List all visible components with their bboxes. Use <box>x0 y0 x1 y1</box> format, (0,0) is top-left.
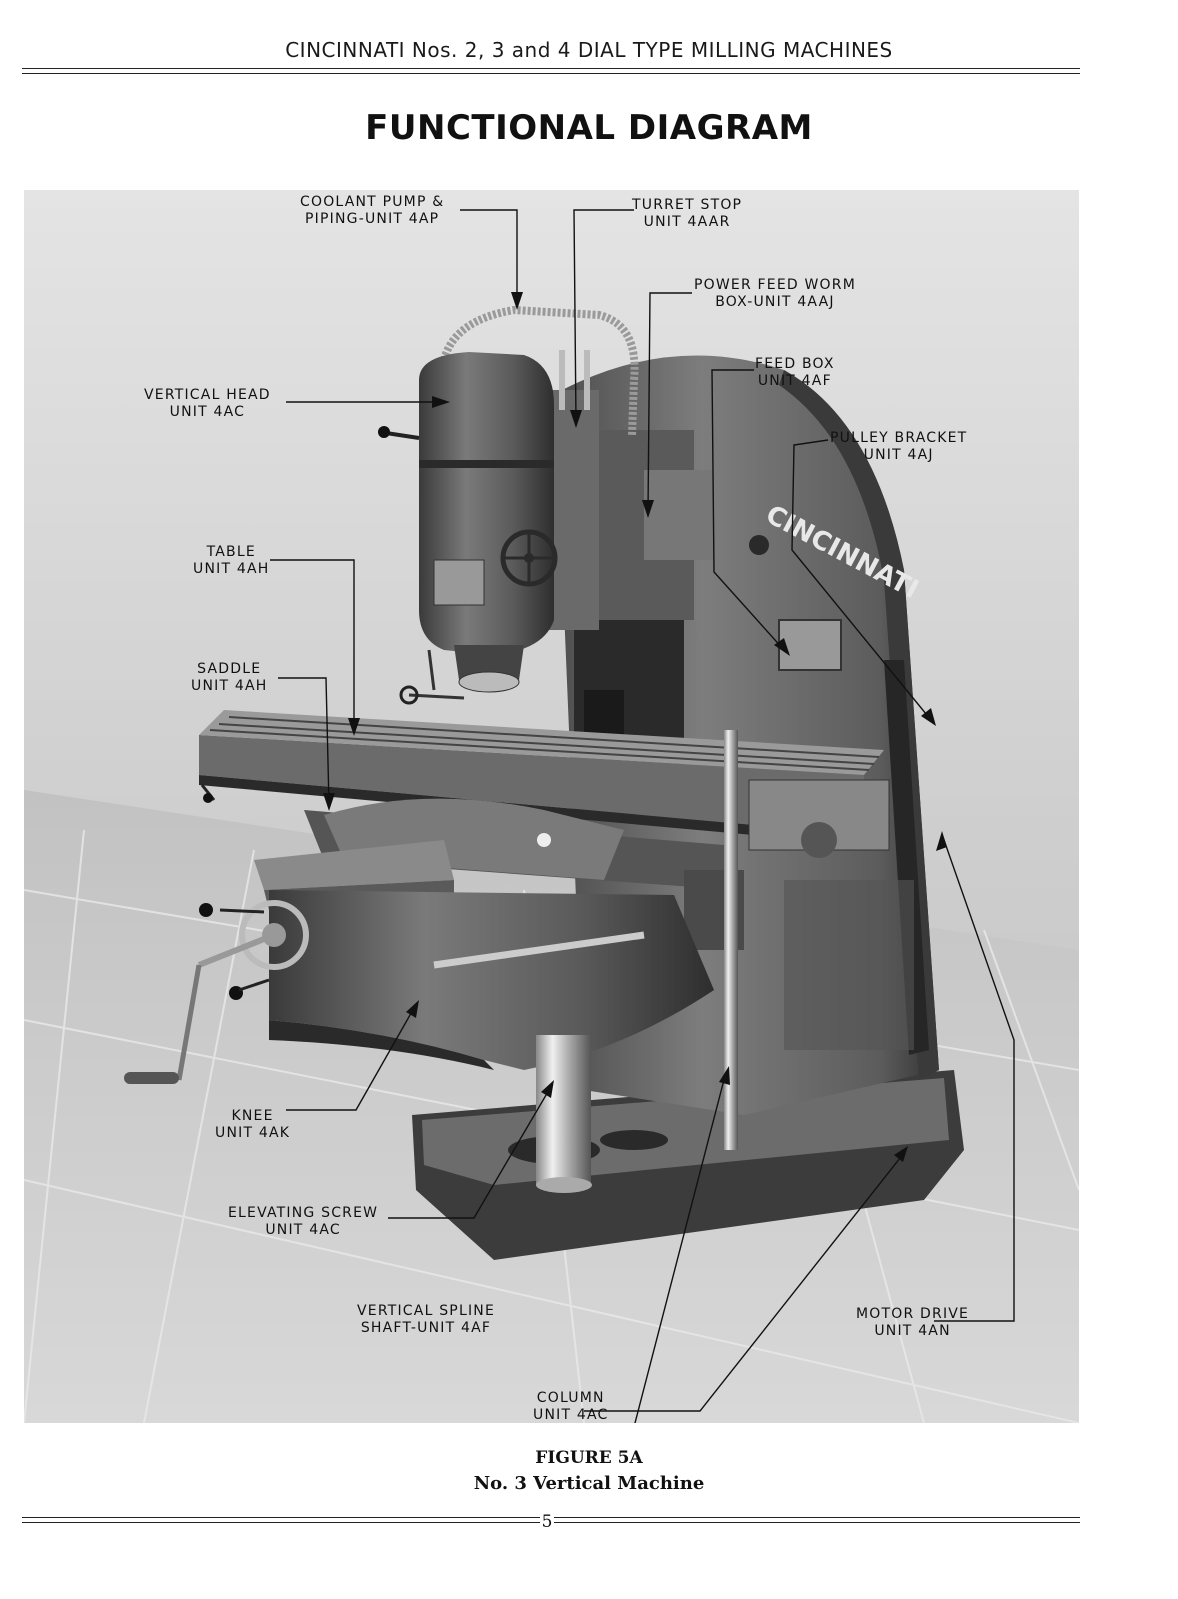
label-power-feed-worm-l1: POWER FEED WORM <box>694 277 856 293</box>
label-knee: KNEE UNIT 4AK <box>215 1108 290 1142</box>
label-power-feed-worm: POWER FEED WORM BOX-UNIT 4AAJ <box>694 277 856 311</box>
label-motor-drive-l2: UNIT 4AN <box>874 1323 951 1339</box>
label-pulley-bracket-l2: UNIT 4AJ <box>863 447 934 463</box>
header-rule-bottom <box>22 73 1080 74</box>
label-vertical-spline-shaft: VERTICAL SPLINE SHAFT-UNIT 4AF <box>357 1303 495 1337</box>
label-motor-drive: MOTOR DRIVE UNIT 4AN <box>856 1306 969 1340</box>
label-pulley-bracket: PULLEY BRACKET UNIT 4AJ <box>830 430 967 464</box>
label-column: COLUMN UNIT 4AC <box>533 1390 608 1424</box>
label-vertical-head-l1: VERTICAL HEAD <box>144 387 271 403</box>
label-turret-stop-l1: TURRET STOP <box>632 197 743 213</box>
leader-lines <box>270 209 1015 1423</box>
figure-number: FIGURE 5A <box>535 1448 643 1468</box>
machine-photo: CINCINNATI <box>24 190 1079 1423</box>
label-knee-l2: UNIT 4AK <box>215 1125 291 1141</box>
label-turret-stop-l2: UNIT 4AAR <box>643 214 731 230</box>
label-column-l1: COLUMN <box>536 1390 605 1406</box>
label-coolant-pump: COOLANT PUMP & PIPING-UNIT 4AP <box>300 194 444 228</box>
label-power-feed-worm-l2: BOX-UNIT 4AAJ <box>715 294 835 310</box>
label-table: TABLE UNIT 4AH <box>193 544 269 578</box>
label-elevating-screw-l1: ELEVATING SCREW <box>228 1205 379 1221</box>
label-pulley-bracket-l1: PULLEY BRACKET <box>830 430 968 446</box>
figure-caption: No. 3 Vertical Machine <box>473 1473 705 1494</box>
label-vertical-head: VERTICAL HEAD UNIT 4AC <box>144 387 271 421</box>
label-table-l2: UNIT 4AH <box>193 561 270 577</box>
label-turret-stop: TURRET STOP UNIT 4AAR <box>632 197 742 231</box>
label-feed-box-l1: FEED BOX <box>755 356 835 372</box>
label-elevating-screw: ELEVATING SCREW UNIT 4AC <box>228 1205 378 1239</box>
label-elevating-screw-l2: UNIT 4AC <box>265 1222 341 1238</box>
label-coolant-pump-l1: COOLANT PUMP & <box>300 194 445 210</box>
page-title: FUNCTIONAL DIAGRAM <box>365 108 813 148</box>
label-vertical-spline-shaft-l1: VERTICAL SPLINE <box>357 1303 495 1319</box>
label-vertical-head-l2: UNIT 4AC <box>169 404 246 420</box>
label-saddle-l2: UNIT 4AH <box>191 678 268 694</box>
label-column-l2: UNIT 4AC <box>533 1407 609 1423</box>
label-vertical-spline-shaft-l2: SHAFT-UNIT 4AF <box>360 1320 492 1336</box>
label-saddle: SADDLE UNIT 4AH <box>191 661 267 695</box>
label-saddle-l1: SADDLE <box>197 661 262 677</box>
header-rule-top <box>22 68 1080 69</box>
running-header: CINCINNATI Nos. 2, 3 and 4 DIAL TYPE MIL… <box>285 38 893 62</box>
label-motor-drive-l1: MOTOR DRIVE <box>856 1306 970 1322</box>
label-knee-l1: KNEE <box>231 1108 274 1124</box>
label-feed-box: FEED BOX UNIT 4AF <box>755 356 835 390</box>
label-table-l1: TABLE <box>206 544 256 560</box>
label-feed-box-l2: UNIT 4AF <box>757 373 832 389</box>
label-coolant-pump-l2: PIPING-UNIT 4AP <box>305 211 440 227</box>
page-number: 5 <box>540 1512 554 1532</box>
